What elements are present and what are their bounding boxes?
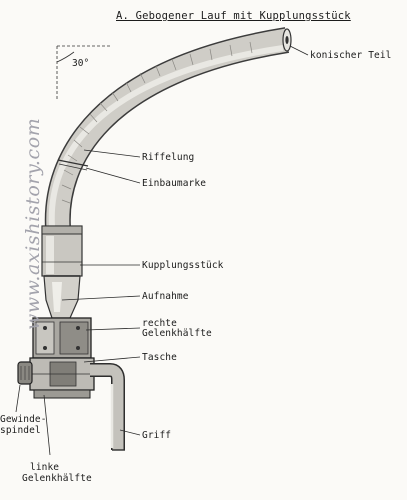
label-konischer-teil: konischer Teil [310, 50, 392, 61]
label-tasche: Tasche [142, 352, 177, 363]
diagram-title: A. Gebogener Lauf mit Kupplungsstück [116, 10, 351, 22]
label-gewindespindel-line2: spindel [0, 425, 41, 436]
label-riffelung: Riffelung [142, 152, 195, 163]
label-griff: Griff [142, 430, 172, 441]
joint-assembly [17, 317, 95, 399]
label-linke-gelenkhaelfte-line2: Gelenkhälfte [22, 473, 92, 484]
angle-reference [56, 45, 112, 100]
label-rechte-gelenkhaelfte-line2: Gelenkhälfte [142, 328, 212, 339]
label-gewindespindel-line1: Gewinde- [0, 414, 47, 425]
label-kupplungsstueck: Kupplungsstück [142, 260, 224, 271]
handle-grip [90, 363, 125, 451]
label-linke-gelenkhaelfte-line1: linke [30, 462, 60, 473]
coupling-piece [41, 225, 83, 319]
leader-lines [15, 45, 309, 456]
label-rechte-gelenkhaelfte-line1: rechte [142, 318, 177, 329]
label-einbaumarke: Einbaumarke [142, 178, 207, 189]
angle-label: 30° [72, 58, 90, 69]
label-aufnahme: Aufnahme [142, 291, 189, 302]
watermark: www.axishistory.com [22, 117, 44, 330]
curved-barrel [44, 27, 292, 229]
